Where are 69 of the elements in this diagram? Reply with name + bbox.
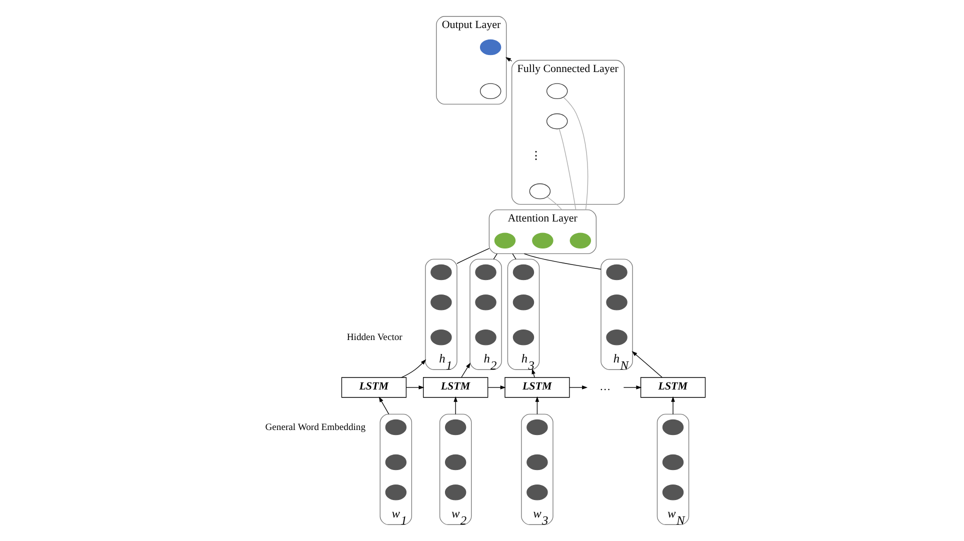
connector xyxy=(523,253,601,270)
cluster xyxy=(424,258,457,370)
node-circle xyxy=(444,454,466,470)
node-circle xyxy=(606,294,627,310)
cluster xyxy=(656,414,689,525)
node-circle xyxy=(384,484,406,500)
node-circle xyxy=(479,39,501,56)
node-circle xyxy=(512,330,534,346)
node-circle xyxy=(662,454,684,470)
node-circle xyxy=(546,83,568,100)
connector xyxy=(512,253,516,260)
cluster xyxy=(469,258,502,370)
node-box: LSTM xyxy=(422,377,488,398)
arrow xyxy=(534,396,539,415)
connector xyxy=(546,196,562,210)
label: Hidden Vector xyxy=(346,332,402,343)
arrow xyxy=(400,359,426,378)
node-box: LSTM xyxy=(340,377,406,398)
node-text: … xyxy=(599,381,610,394)
node-circle xyxy=(474,330,496,346)
node-circle xyxy=(662,484,684,500)
arrow xyxy=(406,386,424,390)
cluster xyxy=(438,414,472,525)
cluster: Attention Layer xyxy=(488,209,596,254)
node-text: ⋮ xyxy=(530,150,541,162)
node-circle xyxy=(444,484,466,500)
connector xyxy=(562,96,588,210)
label: General Word Embedding xyxy=(264,422,366,433)
node-circle xyxy=(430,264,452,280)
node-circle xyxy=(532,232,553,249)
node-circle xyxy=(512,294,534,310)
cluster xyxy=(520,414,553,525)
arrow xyxy=(622,386,642,390)
arrow xyxy=(531,368,535,378)
node-circle xyxy=(430,330,452,346)
cluster xyxy=(506,258,540,370)
node-circle xyxy=(479,83,501,100)
node-circle xyxy=(384,419,406,436)
node-circle xyxy=(384,454,406,470)
node-circle xyxy=(444,419,466,436)
arrow xyxy=(378,396,389,415)
arrow xyxy=(460,362,470,378)
node-circle xyxy=(474,264,496,280)
node-circle xyxy=(474,294,496,310)
arrow xyxy=(568,386,588,390)
node-circle xyxy=(494,232,516,249)
connector xyxy=(558,128,576,210)
node-box: LSTM xyxy=(504,377,570,398)
node-circle xyxy=(606,330,627,346)
node-circle xyxy=(546,113,568,130)
node-circle xyxy=(526,419,548,436)
arrow xyxy=(453,396,457,415)
arrow xyxy=(631,351,662,378)
node-circle xyxy=(526,484,548,500)
arrow xyxy=(670,396,674,415)
node-circle xyxy=(606,264,627,280)
cluster: Output Layer xyxy=(436,16,506,104)
node-circle xyxy=(662,419,684,436)
node-circle xyxy=(526,454,548,470)
node-circle xyxy=(569,232,591,249)
connector xyxy=(492,253,497,260)
node-circle xyxy=(528,183,550,200)
node-box: LSTM xyxy=(640,377,706,398)
node-circle xyxy=(512,264,534,280)
cluster xyxy=(379,414,412,525)
node-circle xyxy=(430,294,452,310)
arrow xyxy=(487,386,506,390)
cluster xyxy=(600,258,632,370)
connector xyxy=(456,248,490,264)
